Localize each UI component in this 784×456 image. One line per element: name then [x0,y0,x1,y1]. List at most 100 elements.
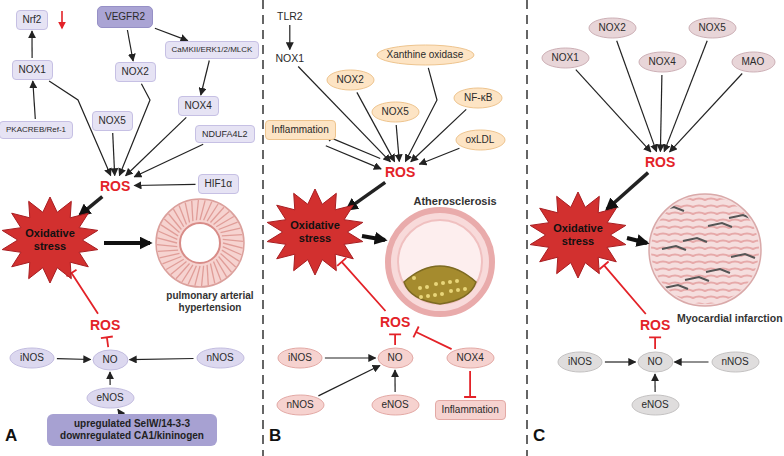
stress-starburst: Oxidative stress [0,196,100,284]
node-text: Oxidative stress [20,227,80,253]
inhibition-connector [337,258,385,311]
node-text: TLR2 [277,10,303,23]
node-text: PKACREB/Ref-1 [6,125,66,135]
process-box: CaMKII/ERK1/2/MLCK [165,41,260,59]
node-text: HIF1α [205,178,232,190]
factor-oval: NOX2 [326,69,375,91]
ros-label: ROS [97,177,133,196]
inflammation-box: Inflammation [435,400,506,420]
myocardium [645,194,765,306]
factor-text: NOX1 [273,51,308,66]
disease-label: Atherosclerosis [414,195,497,208]
node-text: oxLDL [466,134,495,146]
enzyme-oval: nNOS [276,394,325,416]
node-text: NOX4 [457,352,484,364]
enzyme-oval: NO [637,351,674,373]
enzyme-oval: iNOS [9,347,55,369]
enzyme-oval: NOX1 [541,47,590,69]
arrow-connector [134,144,203,177]
arrow-connector [134,184,195,185]
node-text: eNOS [97,392,124,404]
enzyme-oval: NOX4 [446,347,495,369]
node-text: VEGFR2 [105,11,145,23]
arrow-connector [155,28,188,40]
node-text: nNOS [722,356,749,368]
enzyme-oval: NOX2 [588,17,637,39]
node-text: eNOS [642,399,669,411]
node-text: NOX5 [382,106,409,118]
process-box: NDUFA4L2 [195,125,255,144]
factor-oval: NF-κB [453,87,503,109]
ros-label: ROS [377,313,413,332]
panel-letter: B [269,426,281,446]
arrow-connector [419,148,459,164]
node-text: ROS [645,154,675,171]
arrow-connector [605,361,636,362]
arrow-connector [80,197,102,216]
arrow-connector [127,30,133,61]
node-text: Inflammation [442,404,499,416]
arrow-connector [31,31,32,58]
node-text: iNOS [288,352,312,364]
panel-letter: A [5,426,17,446]
process-box: Nrf2 [16,10,49,30]
node-text: upregulated SelW/14-3-3 downregulated CA… [55,418,209,442]
enzyme-oval: MAO [731,51,776,73]
disease-label: Myocardial infarction [677,312,783,325]
pulmonary-artery [156,199,244,287]
enzyme-oval: eNOS [631,394,680,416]
enzyme-oval: NO [92,349,129,371]
receptor-box: VEGFR2 [97,6,153,28]
enzyme-oval: eNOS [371,394,420,416]
artery-plaque [388,210,492,314]
inhibition-connector [464,371,476,397]
enzyme-oval: nNOS [711,351,760,373]
enzyme-oval: NOX5 [688,17,737,39]
inhibition-connector [101,337,113,348]
arrow-connector [670,74,743,152]
arrow-connector [654,374,655,392]
inhibition-connector [389,334,401,345]
panel-letter: C [533,426,545,446]
ros-label: ROS [382,163,418,182]
node-text: NOX4 [185,100,212,112]
arrow-connector [118,409,120,412]
regulation-box: upregulated SelW/14-3-3 downregulated CA… [47,414,217,446]
node-text: iNOS [20,352,44,364]
factor-oval: NOX5 [371,101,420,123]
enzyme-oval: iNOS [277,347,323,369]
disease-label: pulmonary arterial hypertension [162,290,258,314]
ros-label: ROS [637,316,673,335]
inhibition-connector [600,262,646,315]
arrow-connector [326,146,381,169]
node-text: NDUFA4L2 [202,129,248,140]
arrow-connector [33,81,36,119]
inhibition-connector [413,327,451,350]
node-text: MAO [742,56,765,68]
node-text: NO [388,352,403,364]
progression-arrow [362,236,385,240]
node-text: ROS [380,314,410,331]
progression-arrow [104,241,150,245]
arrow-connector [109,372,110,385]
enzyme-oval: nNOS [196,347,245,369]
arrow-connector [394,370,395,392]
arrow-connector [396,125,399,162]
node-text: NOX2 [122,66,149,78]
arrow-connector [130,359,194,360]
node-text: Inflammation [272,124,329,136]
node-text: ROS [385,164,415,181]
enzyme-oval: NOX4 [638,51,687,73]
arrow-connector [660,75,662,152]
node-text: Oxidative stress [548,222,608,248]
arrow-connector [325,357,376,358]
node-text: ROS [640,317,670,334]
node-text: iNOS [568,356,592,368]
panel-divider [262,0,264,456]
node-text: NOX2 [599,22,626,34]
node-text: NO [648,356,663,368]
arrow-connector [607,173,648,210]
ros-label: ROS [87,316,123,335]
node-text: Xanthine oxidase [387,49,464,61]
